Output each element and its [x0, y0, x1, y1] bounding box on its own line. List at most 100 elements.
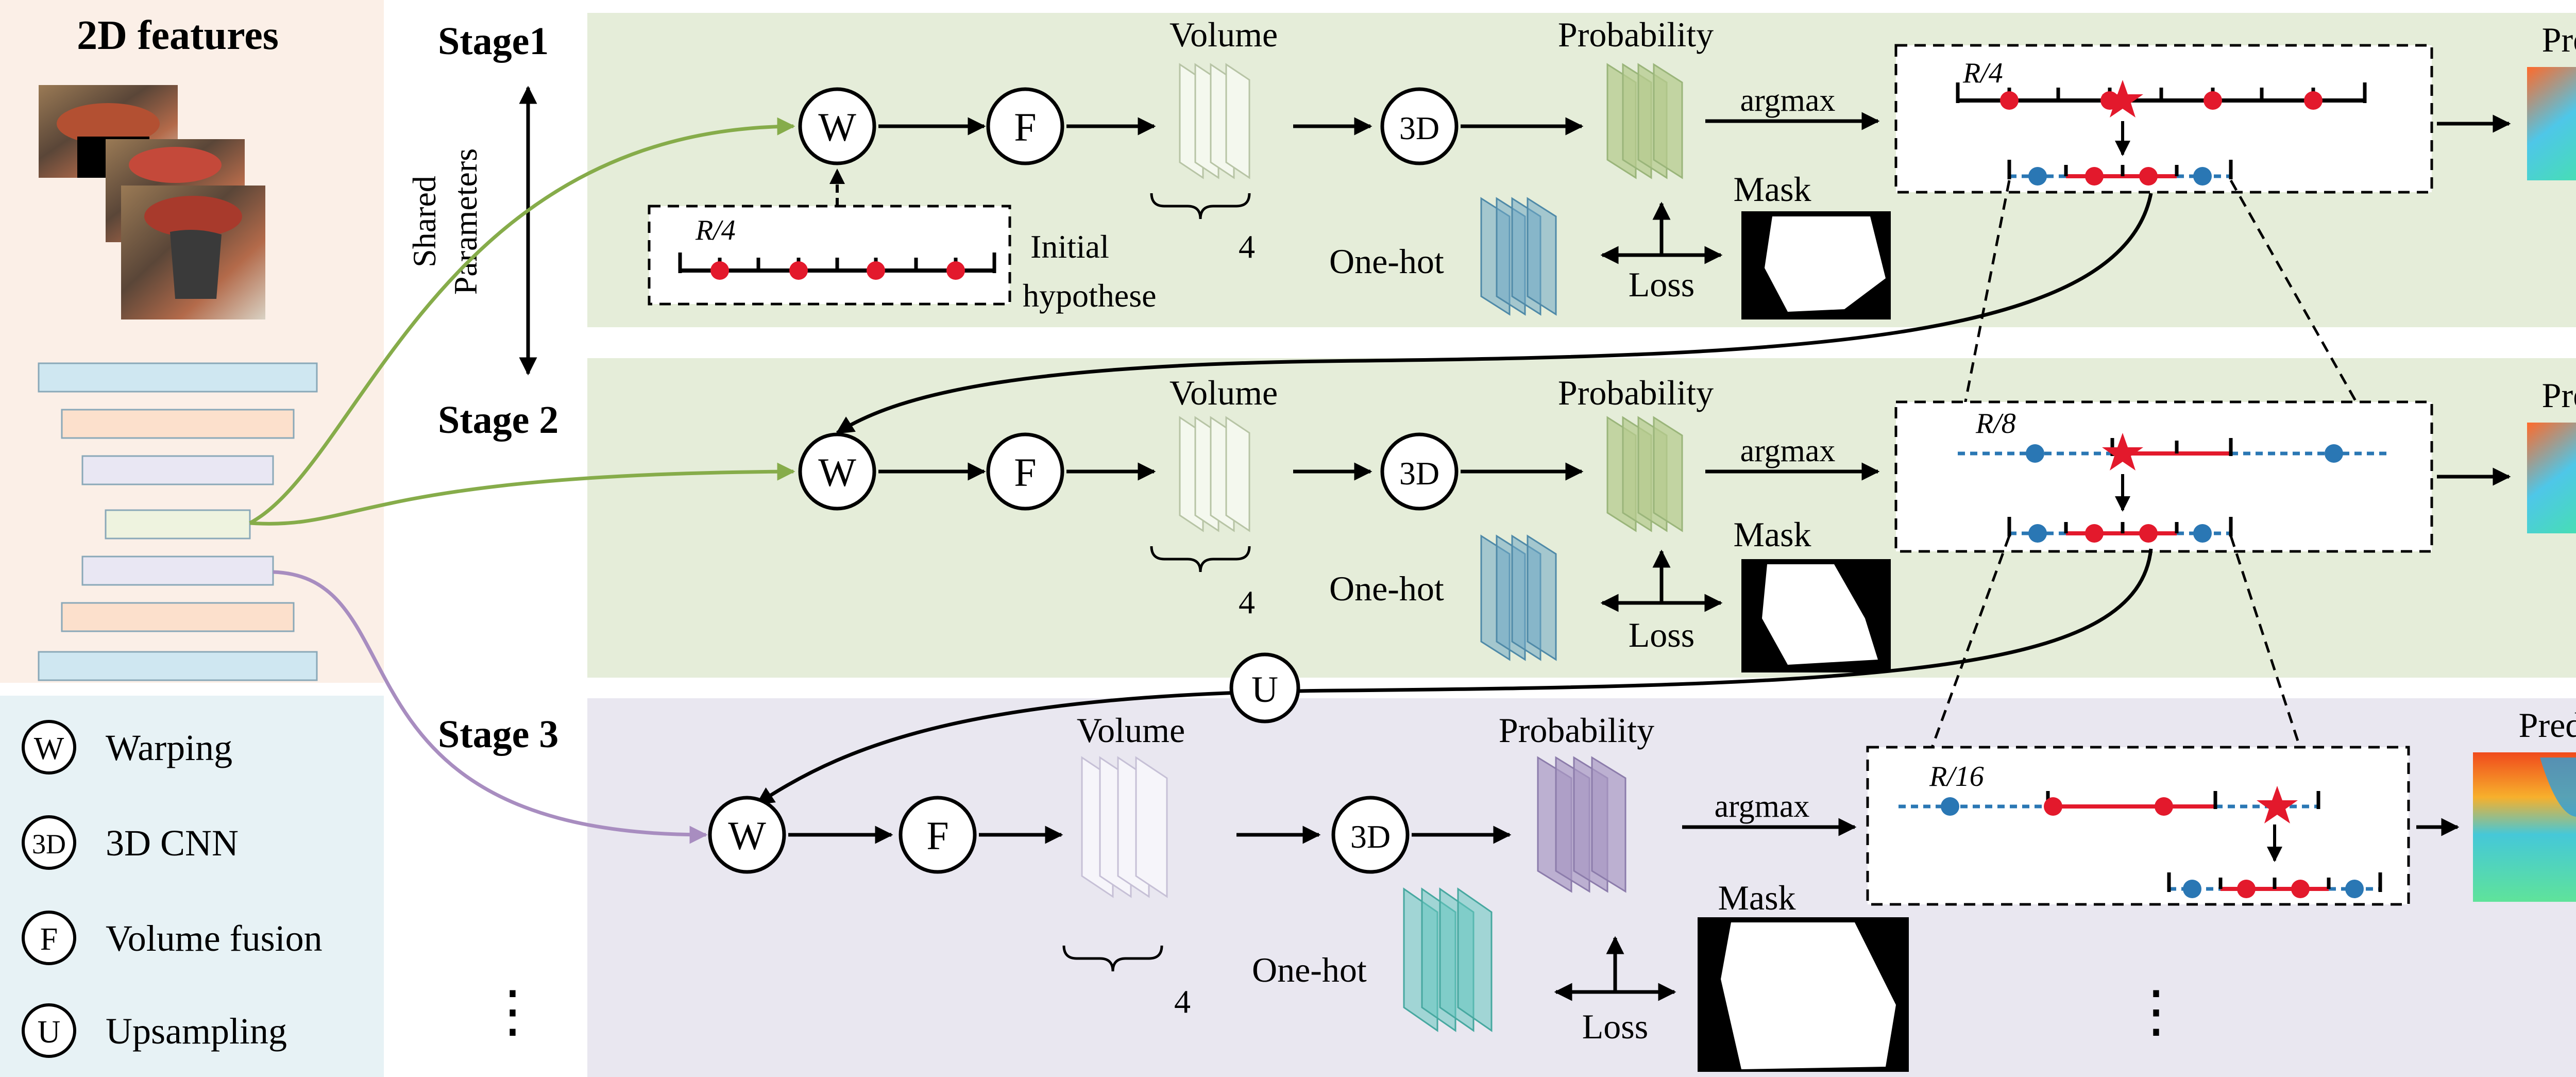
shared-parameters-line1: Shared	[406, 176, 443, 267]
mask-image	[1741, 559, 1891, 672]
refine-arrow-2to3	[756, 548, 2153, 805]
svg-text:F: F	[1014, 450, 1036, 495]
hypothesis-point	[867, 261, 885, 280]
loss-label: Loss	[1582, 1007, 1648, 1046]
depth-interval: R/4	[1894, 44, 2433, 194]
volume-label: Volume	[1170, 15, 1278, 54]
feature-bar	[61, 602, 295, 632]
cnn-node: 3D	[1380, 432, 1459, 511]
legend-label: Upsampling	[106, 1011, 287, 1052]
legend-symbol: 3D	[32, 829, 66, 860]
onehot-volume	[1480, 197, 1557, 316]
legend-item: W Warping	[22, 720, 232, 775]
cost-volume	[1179, 416, 1250, 532]
pred-depth-label: Pred depth	[2542, 20, 2576, 59]
pred-depth-map	[2527, 423, 2576, 533]
svg-text:3D: 3D	[1399, 110, 1439, 146]
legend-label: Volume fusion	[106, 918, 323, 959]
legend-label: 3D CNN	[106, 822, 239, 864]
initial-label-2: hypothese	[1023, 277, 1157, 314]
svg-text:W: W	[728, 813, 766, 858]
volume-brace	[1062, 945, 1163, 972]
pred-depth-map	[2473, 752, 2576, 902]
depth-interval: R/16	[1866, 746, 2410, 906]
legend-item: U Upsampling	[22, 1003, 287, 1058]
svg-text:W: W	[818, 450, 856, 495]
volume-label: Volume	[1170, 373, 1278, 412]
interval-label: R/8	[1975, 408, 2016, 440]
feature-bar	[38, 362, 318, 393]
mask-label: Mask	[1718, 878, 1795, 917]
argmax-star	[2102, 80, 2143, 117]
argmax-star	[2102, 433, 2143, 470]
volume-count: 4	[1239, 584, 1255, 620]
hypothesis-point	[710, 261, 729, 280]
initial-interval-label: R/4	[695, 214, 736, 246]
ellipsis-left: ⋮	[484, 980, 541, 1043]
feature-panel-title: 2D features	[77, 13, 279, 58]
probability-label: Probability	[1558, 373, 1714, 412]
volume-brace	[1150, 546, 1251, 573]
stage1-label: Stage1	[438, 20, 549, 63]
legend-panel: W Warping 3D 3D CNN F Volume fusion U Up…	[0, 696, 384, 1077]
interval-label: R/4	[1962, 57, 2003, 89]
upsample-node: U	[1229, 652, 1300, 723]
fusion-node: F	[986, 432, 1064, 511]
feature-bar	[61, 409, 295, 439]
stage2: W F Volume 4 3D Probability	[798, 373, 2576, 672]
legend-label: Warping	[106, 727, 232, 768]
legend-item: F Volume fusion	[22, 911, 323, 965]
pred-depth-label: Pred depth	[2542, 376, 2576, 415]
warp-node: W	[798, 87, 876, 165]
stage2-label: Stage 2	[438, 398, 558, 442]
probability-volume	[1606, 416, 1683, 532]
initial-hypothesis: R/4	[648, 169, 1011, 306]
warp-node: W	[708, 796, 786, 874]
cost-volume	[1179, 63, 1250, 179]
onehot-label: One-hot	[1329, 242, 1444, 281]
refine-arrow-1to2	[836, 193, 2153, 434]
feature-panel: 2D features	[0, 0, 384, 683]
volume-label: Volume	[1077, 711, 1185, 750]
hypothesis-point	[946, 261, 965, 280]
input-images	[39, 85, 265, 319]
probability-volume	[1537, 756, 1626, 893]
feature-bar	[105, 509, 251, 540]
interval-label: R/16	[1929, 761, 1984, 793]
loss-label: Loss	[1629, 615, 1694, 654]
argmax-label: argmax	[1740, 433, 1836, 468]
ellipsis-right: ⋮	[2128, 980, 2184, 1043]
fusion-node: F	[899, 796, 977, 874]
svg-text:F: F	[1014, 105, 1036, 149]
pred-depth-map	[2527, 67, 2576, 180]
probability-label: Probability	[1499, 711, 1654, 750]
argmax-label: argmax	[1715, 789, 1810, 824]
cnn-node: 3D	[1380, 87, 1459, 165]
feature-bar	[38, 651, 318, 681]
initial-label-1: Initial	[1030, 228, 1109, 265]
volume-brace	[1150, 193, 1251, 220]
onehot-volume	[1480, 534, 1557, 661]
loss-label: Loss	[1629, 265, 1694, 304]
stage3: W F Volume 4 3D Probability	[708, 705, 2576, 1072]
feature-pyramid	[38, 362, 318, 681]
depth-interval: R/8	[1894, 400, 2433, 553]
feature-bar	[81, 455, 274, 485]
shared-parameters-line2: Parameters	[447, 148, 484, 295]
legend-symbol: U	[38, 1015, 61, 1050]
stage1: W F Volume 4 3D Probability	[648, 15, 2576, 319]
pred-depth-label: Pred depth	[2519, 705, 2576, 745]
probability-volume	[1606, 63, 1683, 179]
svg-text:W: W	[818, 105, 856, 149]
volume-count: 4	[1174, 983, 1191, 1020]
feature-bar	[81, 556, 274, 586]
legend-item: 3D 3D CNN	[22, 815, 239, 870]
argmax-star	[2257, 786, 2298, 823]
stage3-label: Stage 3	[438, 713, 558, 756]
mask-label: Mask	[1733, 170, 1811, 209]
onehot-volume	[1403, 887, 1493, 1032]
hypothesis-point	[789, 261, 808, 280]
probability-label: Probability	[1558, 15, 1714, 54]
svg-text:3D: 3D	[1350, 818, 1391, 855]
